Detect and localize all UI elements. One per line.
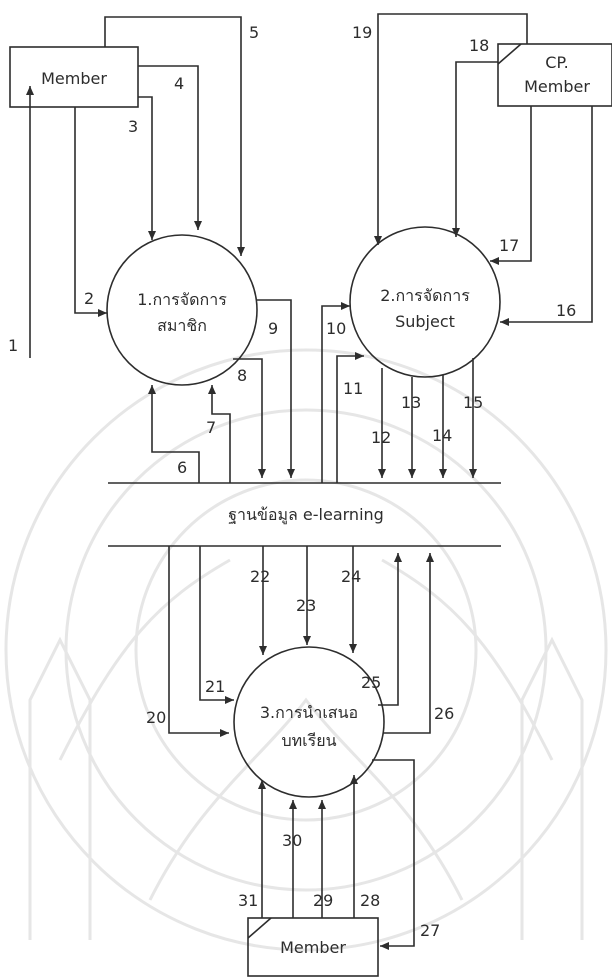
flow-number-2: 2 <box>84 289 94 308</box>
cp-member-label-line1: CP. <box>545 53 568 72</box>
flow-number-5: 5 <box>249 23 259 42</box>
flow-6 <box>152 385 199 483</box>
process-1-label-line1: 1.การจัดการ <box>137 290 227 309</box>
flow-number-28: 28 <box>360 891 380 910</box>
flow-number-14: 14 <box>432 426 452 445</box>
flow-number-24: 24 <box>341 567 361 586</box>
flow-number-3: 3 <box>128 117 138 136</box>
flow-number-30: 30 <box>282 831 302 850</box>
flow-number-19: 19 <box>352 23 372 42</box>
flow-number-12: 12 <box>371 428 391 447</box>
member-top-label: Member <box>41 69 107 88</box>
datastore-label: ฐานข้อมูล e-learning <box>228 505 384 525</box>
flow-18 <box>456 62 498 237</box>
flow-number-21: 21 <box>205 677 225 696</box>
flow-16 <box>500 106 592 322</box>
flow-number-31: 31 <box>238 891 258 910</box>
member-bottom-duplicate-mark <box>248 918 271 938</box>
flow-number-13: 13 <box>401 393 421 412</box>
flow-number-23: 23 <box>296 596 316 615</box>
process-3-circle <box>234 647 384 797</box>
cp-member-label-line2: Member <box>524 77 590 96</box>
flow-number-17: 17 <box>499 236 519 255</box>
flow-number-4: 4 <box>174 74 184 93</box>
flow-5 <box>105 17 241 256</box>
process-3-label-line2: บทเรียน <box>281 731 336 750</box>
flow-number-25: 25 <box>361 673 381 692</box>
flow-number-9: 9 <box>268 319 278 338</box>
flow-19 <box>378 14 527 245</box>
flow-number-26: 26 <box>434 704 454 723</box>
flow-number-6: 6 <box>177 458 187 477</box>
flow-number-20: 20 <box>146 708 166 727</box>
flow-20 <box>169 546 229 733</box>
flow-number-8: 8 <box>237 366 247 385</box>
flow-number-15: 15 <box>463 393 483 412</box>
cp-member-duplicate-mark <box>498 44 521 64</box>
flow-number-29: 29 <box>313 891 333 910</box>
process-1-circle <box>107 235 257 385</box>
flow-number-18: 18 <box>469 36 489 55</box>
flow-2 <box>75 107 107 313</box>
flow-4 <box>138 66 198 230</box>
process-2-label-line1: 2.การจัดการ <box>380 286 470 305</box>
flow-number-10: 10 <box>326 319 346 338</box>
flow-3 <box>138 97 152 240</box>
flow-number-11: 11 <box>343 379 363 398</box>
flow-number-7: 7 <box>206 418 216 437</box>
process-2-label-line2: Subject <box>395 312 455 331</box>
flow-26 <box>383 553 430 733</box>
process-3-label-line1: 3.การนำเสนอ <box>260 703 358 722</box>
flow-number-16: 16 <box>556 301 576 320</box>
flow-number-22: 22 <box>250 567 270 586</box>
flow-11 <box>337 356 364 483</box>
flow-number-1: 1 <box>8 336 18 355</box>
process-1-label-line2: สมาชิก <box>157 316 207 335</box>
member-bottom-label: Member <box>280 938 346 957</box>
flow-number-27: 27 <box>420 921 440 940</box>
